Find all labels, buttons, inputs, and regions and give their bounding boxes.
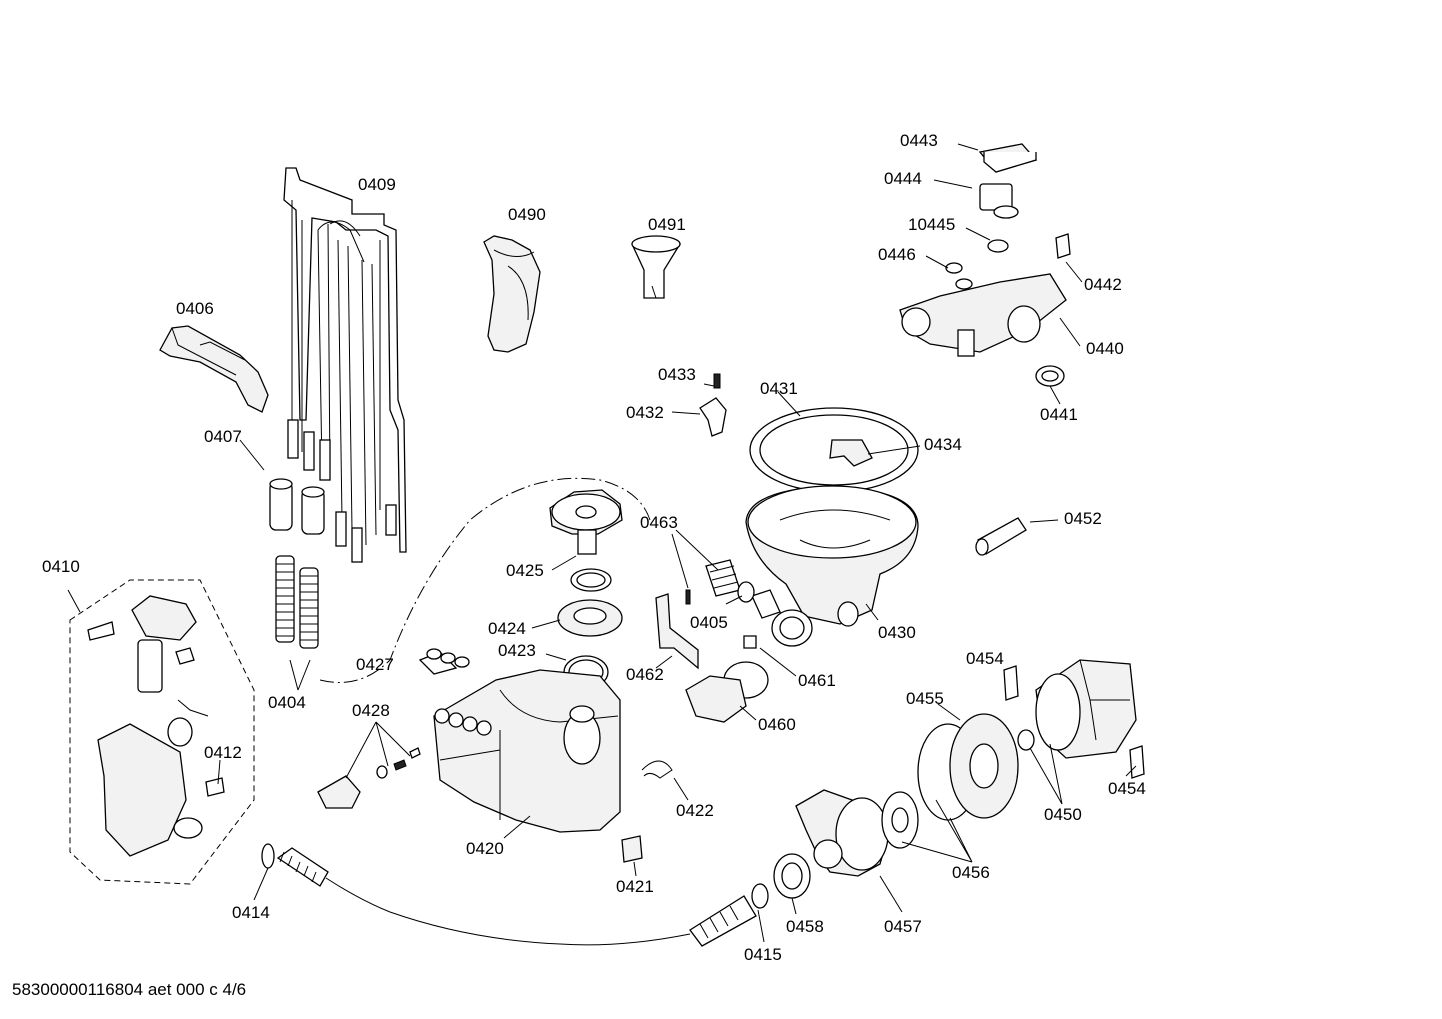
part-0415-hose	[689, 883, 769, 947]
part-0461-0460	[685, 635, 769, 723]
label-0415: 0415	[744, 945, 782, 964]
label-0406: 0406	[176, 299, 214, 318]
label-0454-top: 0454	[966, 649, 1004, 668]
label-0456: 0456	[952, 863, 990, 882]
label-0444: 0444	[884, 169, 922, 188]
part-group-inlet-valve	[899, 143, 1071, 387]
part-0455-cover	[949, 713, 1019, 819]
part-0454-brackets	[1003, 665, 1145, 779]
label-0421: 0421	[616, 877, 654, 896]
part-0490-jug	[483, 235, 541, 353]
part-0406-cover	[159, 325, 269, 413]
label-0431: 0431	[760, 379, 798, 398]
part-0450-motor	[1017, 659, 1137, 759]
part-0491-funnel	[631, 235, 681, 299]
part-group-0410	[69, 579, 255, 885]
label-0490: 0490	[508, 205, 546, 224]
label-0455: 0455	[906, 689, 944, 708]
label-10445: 10445	[908, 215, 955, 234]
label-0433: 0433	[658, 365, 696, 384]
label-0430: 0430	[878, 623, 916, 642]
part-0422-clip	[641, 760, 673, 779]
part-0430-sump	[745, 407, 919, 647]
part-0425-impeller	[549, 489, 623, 592]
part-0457-pump-housing	[795, 789, 889, 877]
part-0433-0432	[699, 373, 727, 437]
label-0410: 0410	[42, 557, 80, 576]
label-0432: 0432	[626, 403, 664, 422]
label-0434: 0434	[924, 435, 962, 454]
label-0442: 0442	[1084, 275, 1122, 294]
part-0404-bellows	[275, 555, 319, 649]
part-0463-0405	[685, 559, 755, 605]
leader-lines	[67, 143, 1137, 943]
label-0458: 0458	[786, 917, 824, 936]
label-0452: 0452	[1064, 509, 1102, 528]
label-0427: 0427	[356, 655, 394, 674]
label-0424: 0424	[488, 619, 526, 638]
label-0440: 0440	[1086, 339, 1124, 358]
label-0446: 0446	[878, 245, 916, 264]
label-0491: 0491	[648, 215, 686, 234]
label-0463: 0463	[640, 513, 678, 532]
part-0452	[975, 517, 1027, 556]
part-0428-valve	[317, 747, 421, 809]
label-0409: 0409	[358, 175, 396, 194]
label-0420: 0420	[466, 839, 504, 858]
label-0423: 0423	[498, 641, 536, 660]
part-0414-hose	[261, 843, 329, 887]
label-0422: 0422	[676, 801, 714, 820]
part-0458-seal	[773, 853, 811, 899]
part-labels: 0409 0490 0491 0443 0444 10445 0446 0442…	[42, 131, 1146, 964]
part-0407-sleeves	[269, 478, 325, 535]
label-0460: 0460	[758, 715, 796, 734]
part-0409-spray-tubes	[283, 167, 407, 563]
document-footer-id: 58300000116804 aet 000 c 4/6	[12, 980, 247, 999]
label-0457: 0457	[884, 917, 922, 936]
hose-routing-lines	[319, 477, 691, 946]
label-0405: 0405	[690, 613, 728, 632]
part-0462	[655, 593, 699, 670]
label-0404: 0404	[268, 693, 306, 712]
label-0441: 0441	[1040, 405, 1078, 424]
label-0450: 0450	[1044, 805, 1082, 824]
part-0424-ring	[557, 599, 623, 637]
label-0412: 0412	[204, 743, 242, 762]
part-0427-rings	[418, 648, 470, 675]
part-0420-softener	[433, 669, 621, 833]
label-0461: 0461	[798, 671, 836, 690]
label-0428: 0428	[352, 701, 390, 720]
part-0421	[621, 835, 643, 863]
label-0454-right: 0454	[1108, 779, 1146, 798]
label-0443: 0443	[900, 131, 938, 150]
label-0462: 0462	[626, 665, 664, 684]
label-0407: 0407	[204, 427, 242, 446]
label-0425: 0425	[506, 561, 544, 580]
label-0414: 0414	[232, 903, 270, 922]
